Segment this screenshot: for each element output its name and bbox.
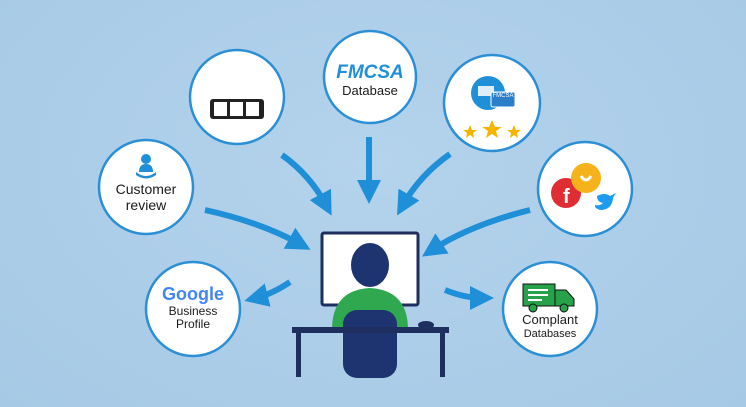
yelp-icon bbox=[571, 163, 601, 193]
mouse bbox=[418, 321, 434, 329]
social-icons: f bbox=[551, 163, 616, 210]
circle-google bbox=[144, 260, 242, 358]
customer-review-line2: review bbox=[125, 197, 167, 214]
arrow-complaint bbox=[443, 285, 494, 310]
complaint-line1: Complant bbox=[522, 312, 578, 327]
fmcsa-badge-text: FMCSA bbox=[492, 93, 514, 99]
fmcsa-truck-badge-icon bbox=[471, 76, 516, 110]
truck-icon bbox=[522, 283, 575, 313]
arrow-fmcsa-reviews bbox=[397, 151, 452, 216]
google-line1: Business bbox=[168, 303, 218, 318]
google-line2: Profile bbox=[175, 317, 210, 332]
chair bbox=[343, 310, 397, 378]
svg-text:f: f bbox=[563, 186, 570, 208]
fmcsa-subtitle: Database bbox=[342, 82, 398, 98]
user-icon bbox=[136, 154, 156, 179]
circle-complaint bbox=[501, 260, 599, 358]
rating-stars-icon bbox=[463, 120, 521, 138]
desk bbox=[292, 327, 449, 333]
circle-fmcsa-db bbox=[322, 29, 418, 125]
arrow-customer bbox=[204, 207, 311, 250]
twitter-icon bbox=[594, 193, 616, 210]
fmcsa-database-label: FMCSA Database bbox=[320, 62, 420, 99]
google-business-label: Google Business Profile bbox=[146, 284, 240, 332]
person-head bbox=[351, 243, 389, 287]
person-at-computer-illustration bbox=[292, 231, 449, 378]
customer-review-line1: Customer bbox=[115, 181, 177, 197]
complaint-line2: Databases bbox=[523, 327, 577, 340]
bbb-logo-icon bbox=[210, 99, 264, 119]
fmcsa-title: FMCSA bbox=[336, 62, 404, 83]
customer-review-label: Customer review bbox=[100, 181, 192, 213]
google-logo: Google bbox=[162, 284, 224, 304]
circle-bbb bbox=[188, 48, 286, 146]
circle-customer-review bbox=[97, 138, 195, 236]
arrow-bbb bbox=[280, 152, 332, 216]
complaint-databases-label: Complant Databases bbox=[503, 312, 597, 341]
arrow-social bbox=[421, 207, 531, 257]
arrow-google bbox=[244, 279, 292, 307]
